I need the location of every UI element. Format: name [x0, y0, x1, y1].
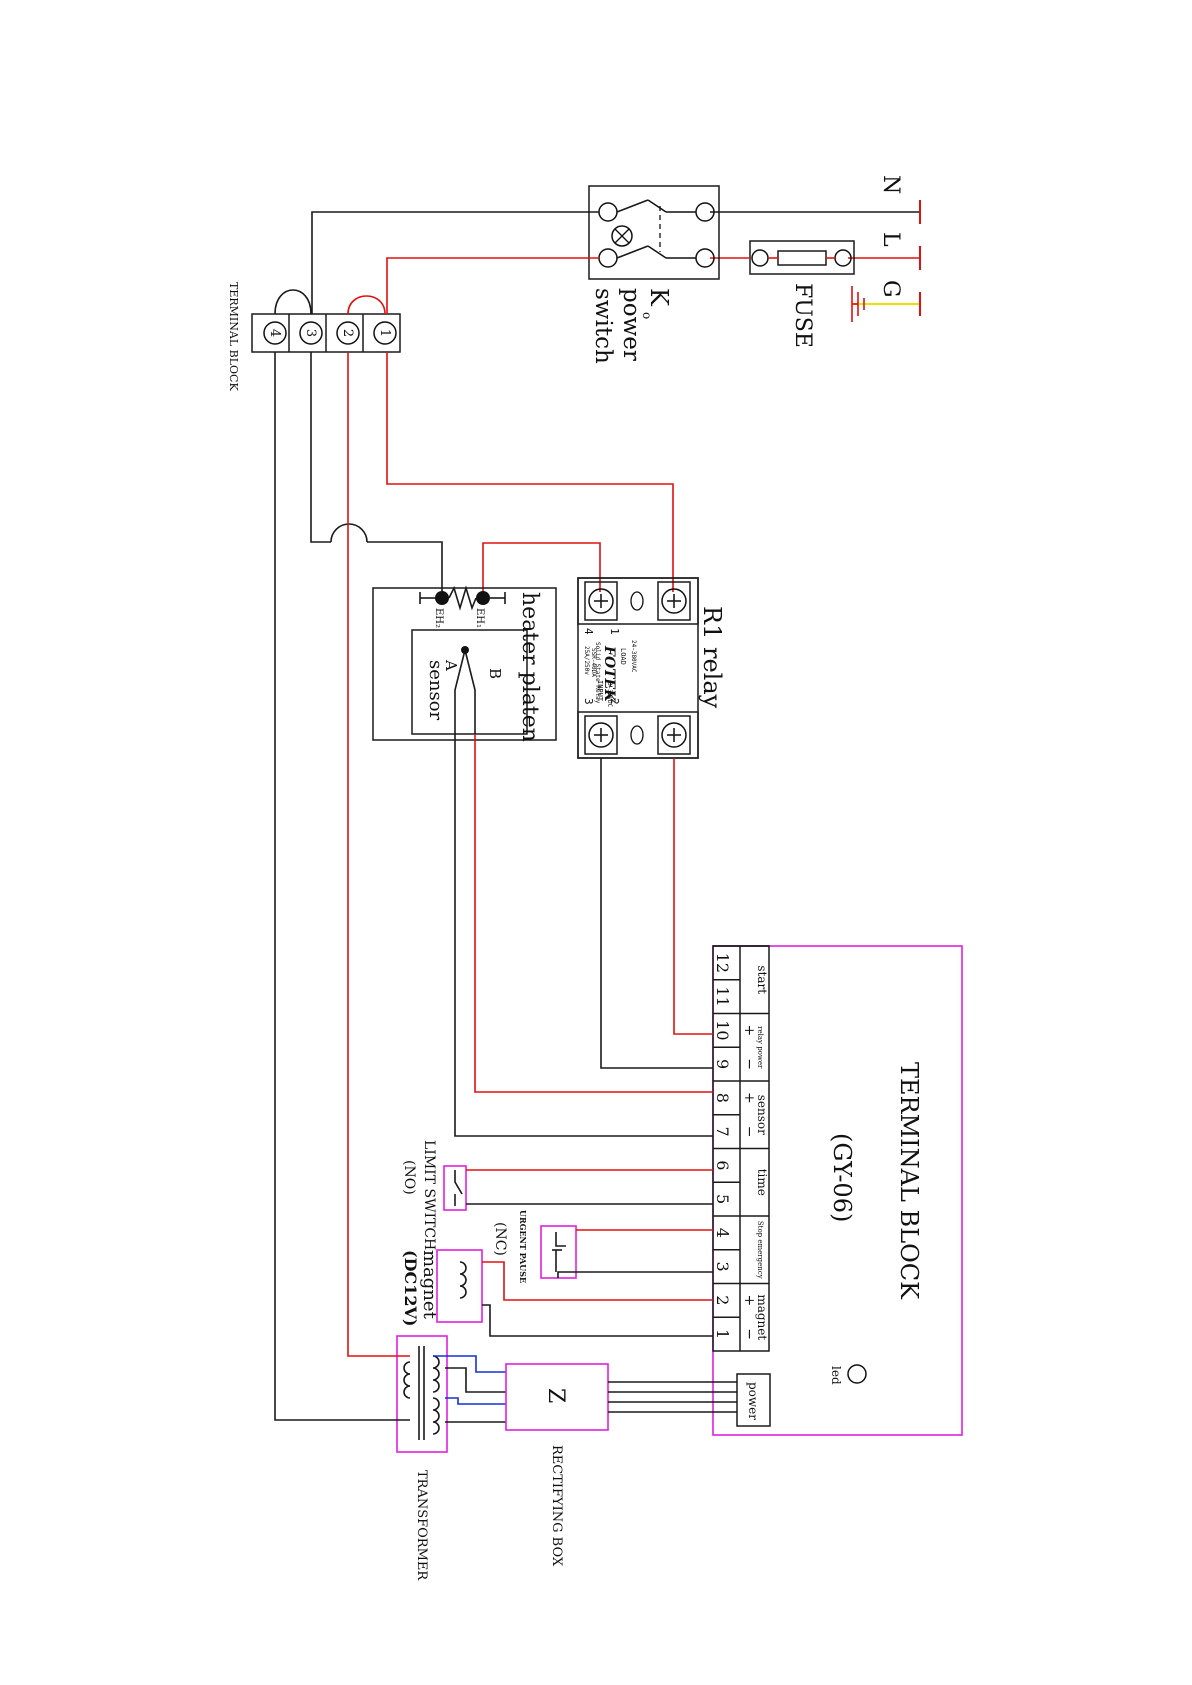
indicator-lamp-icon [611, 225, 633, 247]
terminal-number-10: 10 [713, 1020, 732, 1040]
tb-terminal-2: 2 [340, 329, 355, 337]
relay-load: LOAD [619, 648, 627, 665]
terminal-number-9: 9 [713, 1059, 732, 1069]
rectifying-box: Z RECTIFYING BOX [505, 1363, 609, 1567]
terminal-model: (GY-06) [828, 1133, 856, 1222]
relay-load-spec: 24-380VAC [630, 640, 637, 673]
relay-input: INPUT [596, 680, 604, 702]
terminal-group-label: time [755, 1169, 769, 1196]
terminal-number-1: 1 [713, 1329, 732, 1339]
heater-platen: EH₂ EH₁ heater platen B A sensor [372, 585, 557, 742]
l-label: L [878, 232, 903, 247]
switch-label-switch: switch [590, 288, 616, 364]
relay-label: R1 relay [698, 606, 726, 709]
terminal-title: TERMINAL BLOCK [895, 1062, 923, 1300]
sensor-b-label: B [486, 668, 504, 679]
relay-pin-2: 2 [608, 698, 621, 705]
led-icon [847, 1364, 867, 1384]
limit-switch-label: LIMIT SWITCH [421, 1140, 437, 1250]
n-label: N [878, 175, 903, 194]
heating-element-icon [419, 585, 506, 611]
relay-input-spec: 3-32VDC [606, 682, 613, 708]
urgent-pause-sub: (NC) [492, 1222, 508, 1256]
magnet-label: magnet [419, 1250, 440, 1320]
mains-input: N L G [710, 175, 921, 322]
terminal-number-3: 3 [713, 1262, 732, 1272]
ground-icon [851, 286, 865, 322]
terminal-group-label: relay power [756, 1026, 764, 1069]
terminal-group-label: magnet [755, 1294, 769, 1340]
terminal-number-2: 2 [713, 1295, 732, 1305]
limit-switch-sub: (NO) [401, 1160, 417, 1195]
terminal-minus-sign: − [741, 1328, 757, 1340]
relay-pin-4: 4 [582, 628, 595, 635]
rectifier-symbol: Z [543, 1388, 568, 1403]
transformer-label: TRANSFORMER [414, 1470, 429, 1581]
relay-rating: 25A/250v [583, 646, 590, 675]
g-label: G [878, 280, 903, 298]
terminal-plus-sign: + [741, 1295, 757, 1307]
heater-label: heater platen [517, 592, 542, 742]
terminal-number-4: 4 [713, 1228, 732, 1238]
relay-brand: FOTEK [601, 645, 617, 702]
eh2-label: EH₂ [433, 608, 444, 628]
thermocouple-icon [454, 646, 476, 734]
terminal-plus-sign: + [741, 1092, 757, 1104]
terminal-number-5: 5 [713, 1194, 732, 1204]
relay-pin-3: 3 [582, 698, 595, 705]
led-label: led [829, 1366, 843, 1385]
tb-small-label: TERMINAL BLOCK [227, 282, 240, 391]
relay-subtitle: Solid State Relay [594, 642, 601, 704]
fuse-label: FUSE [790, 283, 815, 348]
terminal-group-label: start [755, 965, 769, 994]
tb-terminal-4: 4 [267, 329, 282, 337]
terminal-minus-sign: − [741, 1126, 757, 1138]
solid-state-relay: 1 2 3 4 24-380VAC LOAD FOTEK Solid State… [577, 577, 726, 759]
sensor-label: sensor [425, 660, 446, 721]
tb-terminal-1: 1 [377, 329, 392, 337]
terminal-numbers: 12 11 10 9 8 7 6 5 4 3 2 1 [713, 945, 740, 1339]
eh1-label: EH₁ [474, 608, 485, 628]
rectifying-box-label: RECTIFYING BOX [549, 1445, 564, 1567]
urgent-pause-label: URGENT PAUSE [518, 1210, 528, 1283]
power-switch: K o power switch [588, 185, 720, 364]
terminal-group-label: sensor [755, 1095, 769, 1135]
relay-screw-icon [584, 581, 691, 755]
switch-label-power: power [618, 288, 644, 361]
terminal-group-label: Stop emergency [756, 1221, 764, 1279]
terminal-number-7: 7 [713, 1127, 732, 1137]
terminal-plus-sign: + [741, 1025, 757, 1037]
fuse: FUSE [749, 240, 855, 348]
switch-subscript: o [640, 312, 654, 319]
switch-k-label: K [645, 288, 673, 307]
power-terminal-label: power [746, 1382, 760, 1420]
magnet-coil: magnet (DC12V) [401, 1249, 483, 1326]
terminal-number-6: 6 [713, 1160, 732, 1170]
transformer: TRANSFORMER [396, 1335, 448, 1581]
terminal-minus-sign: − [741, 1058, 757, 1070]
sensor-a-label: A [442, 659, 460, 671]
relay-pin-1: 1 [608, 628, 621, 635]
terminal-number-8: 8 [713, 1093, 732, 1103]
tb-terminal-3: 3 [303, 329, 318, 337]
terminal-block-small: 4 3 2 1 TERMINAL BLOCK [227, 282, 401, 391]
terminal-number-11: 11 [713, 986, 732, 1006]
terminal-number-12: 12 [713, 953, 732, 973]
main-terminal-block: TERMINAL BLOCK (GY-06) led power 1211109… [712, 945, 963, 1436]
magnet-sub: (DC12V) [401, 1250, 420, 1326]
relay-model: SSR-40DA [590, 648, 597, 677]
limit-switch: LIMIT SWITCH (NO) [401, 1140, 467, 1250]
